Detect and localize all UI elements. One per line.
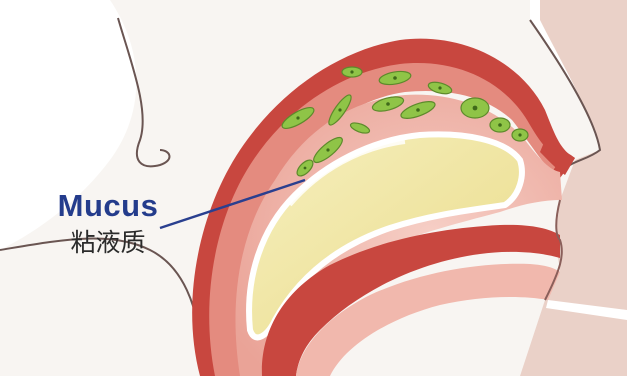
mucus-label: Mucus 粘液质: [38, 188, 178, 258]
label-chinese: 粘液质: [38, 228, 178, 258]
label-english: Mucus: [38, 188, 178, 224]
